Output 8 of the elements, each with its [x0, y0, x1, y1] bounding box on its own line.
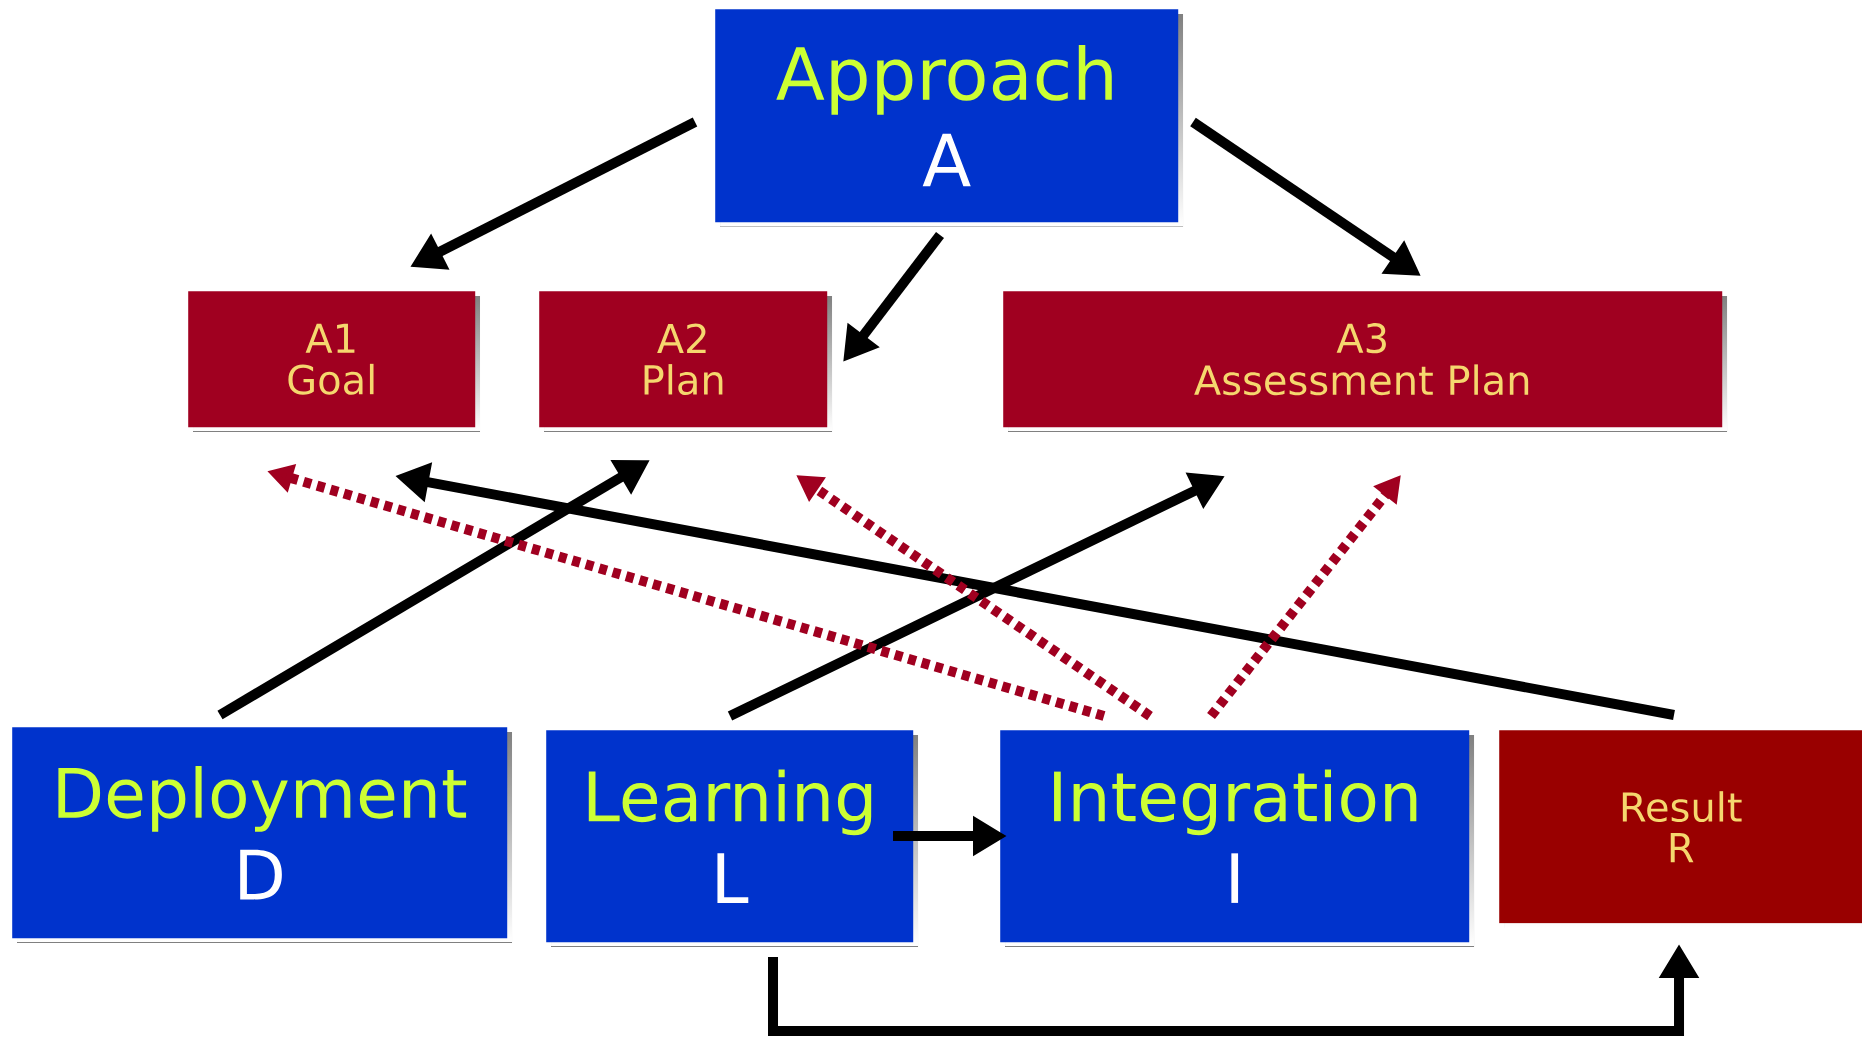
- process-box: A2 Plan: [539, 291, 832, 432]
- process-box: Approach A: [715, 9, 1183, 227]
- process-box: Result R: [1499, 730, 1862, 928]
- process-box: Integration I: [1000, 730, 1474, 947]
- process-box: A3 Assessment Plan: [1003, 291, 1727, 432]
- process-box: Learning L: [546, 730, 918, 947]
- process-box: Deployment D: [12, 727, 512, 943]
- process-box: A1 Goal: [188, 291, 480, 432]
